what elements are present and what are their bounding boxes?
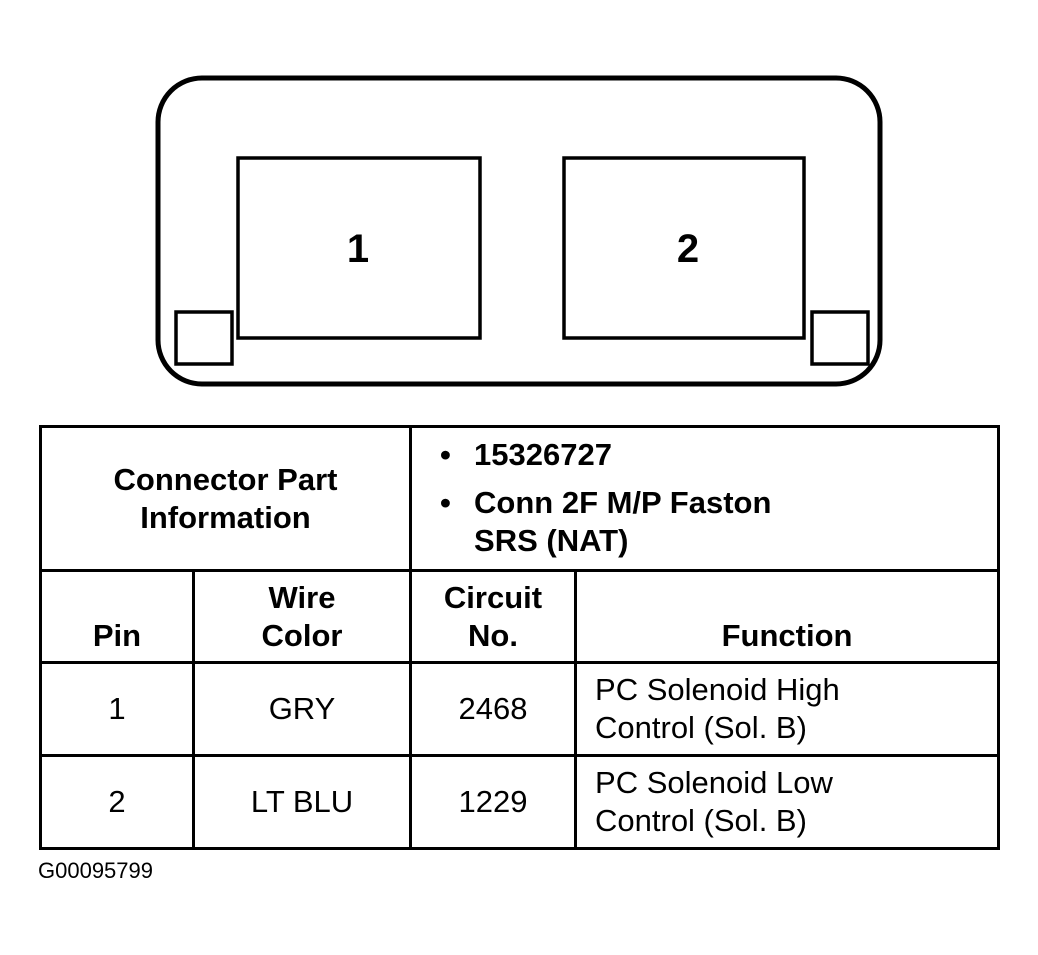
latch-right bbox=[810, 310, 870, 366]
function-line1: PC Solenoid High bbox=[595, 672, 840, 707]
table-row: 1 GRY 2468 PC Solenoid High Control (Sol… bbox=[39, 661, 1001, 757]
function-column-header: Function bbox=[574, 569, 1001, 664]
part-number-item: • 15326727 bbox=[440, 436, 997, 474]
bullet-icon: • bbox=[440, 485, 451, 520]
function-header-text: Function bbox=[721, 618, 853, 653]
function-line2: Control (Sol. B) bbox=[595, 710, 807, 745]
part-info-label-cell: Connector Part Information bbox=[38, 425, 413, 572]
function-cell: PC Solenoid Low Control (Sol. B) bbox=[574, 754, 1001, 850]
wire-color-cell: LT BLU bbox=[191, 754, 413, 850]
part-info-row: Connector Part Information • 15326727 • … bbox=[38, 425, 1001, 572]
circuit-cell: 2468 bbox=[409, 661, 578, 757]
wire-color-cell: GRY bbox=[191, 661, 413, 757]
wire-color-column-header: Wire Color bbox=[191, 569, 413, 664]
part-description-line1: Conn 2F M/P Faston bbox=[474, 485, 772, 520]
part-number: 15326727 bbox=[474, 437, 612, 472]
table-row: 2 LT BLU 1229 PC Solenoid Low Control (S… bbox=[39, 754, 1001, 850]
connector-info-table: Connector Part Information • 15326727 • … bbox=[38, 425, 1001, 850]
column-header-row: Pin Wire Color Circuit No. Function bbox=[39, 569, 1001, 664]
bullet-icon: • bbox=[440, 437, 451, 472]
cavity-2-label: 2 bbox=[677, 227, 699, 271]
latch-left bbox=[174, 310, 234, 366]
function-line1: PC Solenoid Low bbox=[595, 765, 833, 800]
figure-id-label: G00095799 bbox=[38, 858, 153, 883]
circuit-column-header: Circuit No. bbox=[409, 569, 578, 664]
connector-housing bbox=[155, 75, 883, 387]
cavity-1 bbox=[236, 156, 482, 340]
pin-cell: 1 bbox=[39, 661, 195, 757]
part-info-label-line2: Information bbox=[140, 499, 311, 535]
part-info-value-cell: • 15326727 • Conn 2F M/P Faston SRS (NAT… bbox=[409, 425, 1001, 572]
connector-face-diagram: 1 2 bbox=[155, 75, 883, 387]
pin-header-text: Pin bbox=[92, 618, 142, 653]
pin-cell: 2 bbox=[39, 754, 195, 850]
wire-header-line1: Wire bbox=[268, 580, 336, 615]
circuit-header-line2: No. bbox=[468, 618, 518, 653]
function-cell: PC Solenoid High Control (Sol. B) bbox=[574, 661, 1001, 757]
cavity-1-label: 1 bbox=[347, 227, 369, 271]
part-description-item: • Conn 2F M/P Faston SRS (NAT) bbox=[440, 484, 997, 560]
cavity-2 bbox=[562, 156, 806, 340]
pin-column-header: Pin bbox=[39, 569, 195, 664]
circuit-cell: 1229 bbox=[409, 754, 578, 850]
wire-header-line2: Color bbox=[261, 618, 343, 653]
circuit-header-line1: Circuit bbox=[443, 580, 543, 615]
function-line2: Control (Sol. B) bbox=[595, 803, 807, 838]
part-info-label-line1: Connector Part bbox=[113, 461, 338, 497]
part-description-line2: SRS (NAT) bbox=[474, 523, 629, 558]
